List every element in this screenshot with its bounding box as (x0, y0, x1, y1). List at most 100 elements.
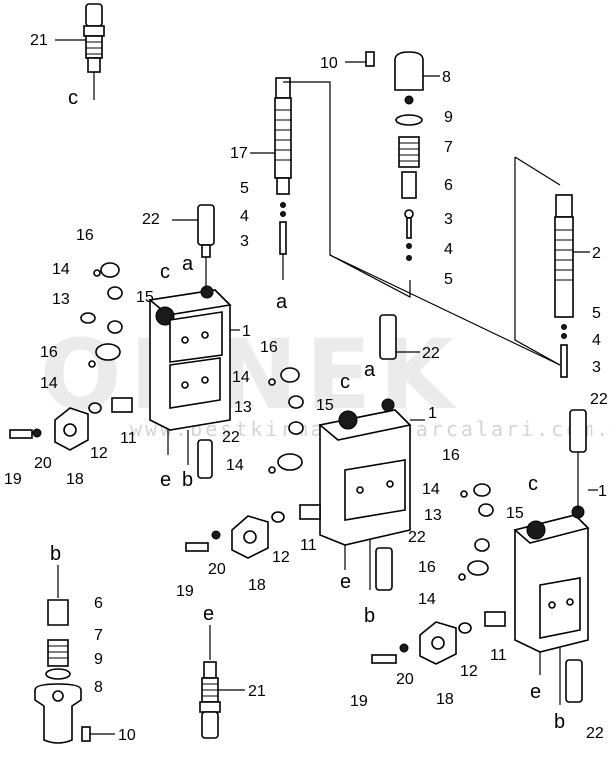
label-16: 16 (76, 227, 94, 244)
label-3: 3 (592, 359, 601, 376)
flange-left (9, 397, 133, 451)
label-3: 3 (240, 233, 249, 250)
label-22: 22 (586, 725, 604, 742)
relief-valve-bottom (199, 625, 245, 739)
label-18: 18 (248, 577, 266, 594)
label-8: 8 (94, 679, 103, 696)
label-12: 12 (460, 663, 478, 680)
label-15: 15 (136, 289, 154, 306)
label-10: 10 (320, 55, 338, 72)
label-5: 5 (592, 305, 601, 322)
label-7: 7 (94, 627, 103, 644)
label-5: 5 (444, 271, 453, 288)
relief-22-left (172, 204, 215, 290)
label-c: c (160, 261, 170, 283)
label-e: e (530, 681, 541, 703)
label-9: 9 (94, 651, 103, 668)
label-1: 1 (242, 323, 251, 340)
label-11: 11 (300, 537, 317, 554)
label-12: 12 (272, 549, 290, 566)
relief-22-mid-top (379, 314, 420, 360)
label-12: 12 (90, 445, 108, 462)
label-14: 14 (418, 591, 436, 608)
label-16: 16 (260, 339, 278, 356)
label-a: a (276, 291, 288, 313)
label-e: e (340, 571, 351, 593)
label-14: 14 (52, 261, 70, 278)
label-15: 15 (316, 397, 334, 414)
label-a: a (364, 359, 376, 381)
valve-body-right (513, 489, 598, 705)
label-2: 2 (592, 245, 601, 262)
label-e: e (160, 469, 171, 491)
label-e: e (203, 603, 214, 625)
relief-valve-top (55, 3, 105, 100)
valve-body-middle (318, 398, 425, 590)
o-rings-left (80, 262, 123, 414)
label-22: 22 (422, 345, 440, 362)
label-11: 11 (490, 647, 507, 664)
valve-body-left (148, 285, 240, 465)
label-8: 8 (442, 69, 451, 86)
label-b: b (364, 605, 375, 627)
label-18: 18 (436, 691, 454, 708)
label-21: 21 (30, 32, 48, 49)
label-22: 22 (408, 529, 426, 546)
relief-22-mid-lower (375, 547, 393, 591)
label-22: 22 (222, 429, 240, 446)
flange-middle (185, 515, 269, 559)
label-4: 4 (240, 208, 249, 225)
part-labels: 21 c 10 8 9 7 6 3 4 5 17 5 4 3 a 22 16 1… (4, 32, 608, 744)
relief-22-left-lower (197, 439, 213, 479)
label-11: 11 (120, 430, 137, 447)
o-rings-right (458, 483, 506, 634)
label-13: 13 (424, 507, 442, 524)
label-c: c (528, 473, 538, 495)
label-1: 1 (598, 483, 607, 500)
label-16: 16 (40, 344, 58, 361)
label-b: b (554, 711, 565, 733)
label-3: 3 (444, 211, 453, 228)
label-b: b (182, 469, 193, 491)
label-14: 14 (40, 375, 58, 392)
label-19: 19 (4, 471, 22, 488)
label-6: 6 (444, 177, 453, 194)
label-6: 6 (94, 595, 103, 612)
label-22: 22 (590, 391, 608, 408)
watermark: ODNEK www.bestkirmatlikiparcalari.com.tr (40, 319, 613, 441)
label-21: 21 (248, 683, 266, 700)
label-13: 13 (52, 291, 70, 308)
label-14: 14 (422, 481, 440, 498)
label-4: 4 (592, 332, 601, 349)
label-19: 19 (350, 693, 368, 710)
label-13: 13 (234, 399, 252, 416)
label-17: 17 (230, 145, 248, 162)
cap-stack-top (345, 51, 440, 261)
label-19: 19 (176, 583, 194, 600)
spool-17 (250, 77, 292, 280)
label-22: 22 (142, 211, 160, 228)
label-18: 18 (66, 471, 84, 488)
label-7: 7 (444, 139, 453, 156)
o-rings-middle (268, 367, 321, 523)
label-a: a (182, 253, 194, 275)
label-1: 1 (428, 405, 437, 422)
label-9: 9 (444, 109, 453, 126)
spool-2 (554, 194, 590, 378)
label-16: 16 (418, 559, 436, 576)
label-5: 5 (240, 180, 249, 197)
label-16: 16 (442, 447, 460, 464)
label-4: 4 (444, 241, 453, 258)
relief-22-right (565, 409, 587, 703)
label-c: c (340, 371, 350, 393)
label-20: 20 (34, 455, 52, 472)
label-14: 14 (226, 457, 244, 474)
label-15: 15 (506, 505, 524, 522)
label-14: 14 (232, 369, 250, 386)
label-b: b (50, 543, 61, 565)
label-10: 10 (118, 727, 136, 744)
cap-stack-bottom-left (34, 565, 115, 744)
flange-right (371, 621, 457, 665)
label-c: c (68, 87, 78, 109)
